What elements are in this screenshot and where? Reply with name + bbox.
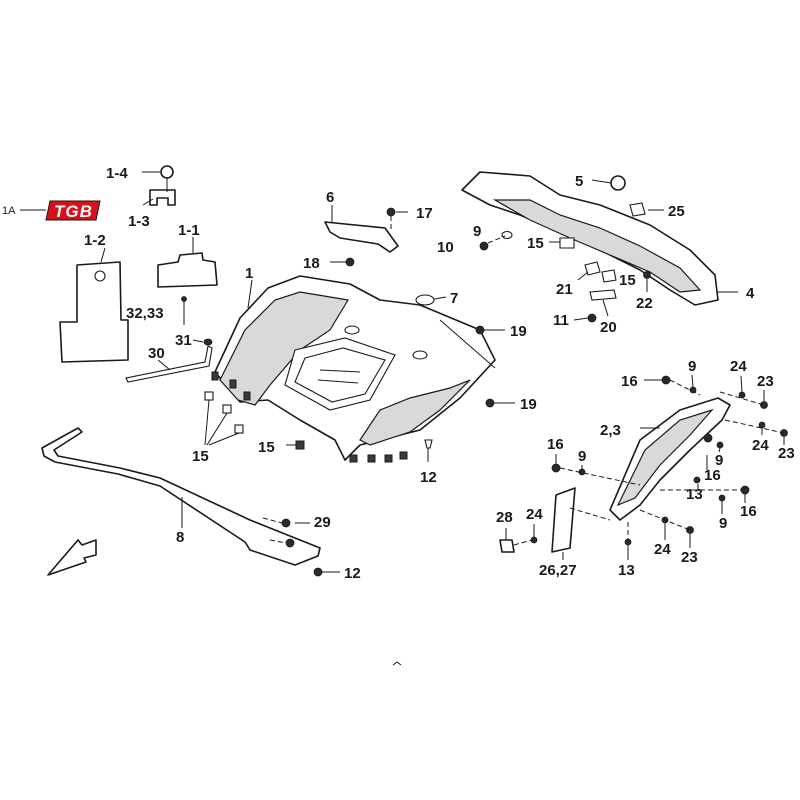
label-2-3: 2,3 xyxy=(600,422,621,439)
clip-part-12-a xyxy=(424,439,433,449)
support-frame-part-8 xyxy=(41,427,321,566)
clip-part-21 xyxy=(584,261,601,276)
bracket-part-6 xyxy=(324,221,399,253)
logo-badge xyxy=(45,200,101,221)
clip-part-1-3 xyxy=(149,165,176,206)
label-13-a: 13 xyxy=(686,486,703,503)
label-24-b: 24 xyxy=(752,437,769,454)
plate-part-20 xyxy=(589,289,617,301)
rod-part-30 xyxy=(125,345,213,383)
label-20: 20 xyxy=(600,319,617,336)
label-32-33: 32,33 xyxy=(126,305,164,322)
label-1-3: 1-3 xyxy=(128,213,150,230)
clip-31 xyxy=(203,338,213,346)
rear-fender-part-1 xyxy=(211,275,496,463)
label-15-rail: 15 xyxy=(527,235,544,252)
label-17: 17 xyxy=(416,205,433,222)
bolt-part-17 xyxy=(386,207,396,217)
label-25: 25 xyxy=(668,203,685,220)
front-direction-arrow xyxy=(47,539,97,576)
clips-part-15 xyxy=(204,391,244,446)
clip-15-center xyxy=(295,440,305,450)
label-24-d: 24 xyxy=(654,541,671,558)
label-1-2: 1-2 xyxy=(84,232,106,249)
label-15-d: 15 xyxy=(258,439,275,456)
label-4: 4 xyxy=(746,285,755,302)
label-18: 18 xyxy=(303,255,320,272)
label-9-e: 9 xyxy=(719,515,727,532)
label-15-c: 15 xyxy=(192,448,209,465)
label-9-d: 9 xyxy=(578,448,586,465)
label-31: 31 xyxy=(175,332,192,349)
bolts-part-29 xyxy=(262,517,310,548)
label-9-rail: 9 xyxy=(473,223,481,240)
label-19-b: 19 xyxy=(520,396,537,413)
callout-leaders xyxy=(533,374,785,560)
label-21: 21 xyxy=(556,281,573,298)
logo-text: TGB xyxy=(54,202,93,221)
bolt-part-28 xyxy=(499,539,515,553)
leader-1-2 xyxy=(100,247,106,263)
label-28: 28 xyxy=(496,509,513,526)
bolt-part-18 xyxy=(345,257,355,267)
label-29: 29 xyxy=(314,514,331,531)
label-6: 6 xyxy=(326,189,334,206)
label-24-c: 24 xyxy=(526,506,543,523)
side-guard-part-2-3 xyxy=(609,397,731,521)
label-23-b: 23 xyxy=(778,445,795,462)
label-23-c: 23 xyxy=(681,549,698,566)
label-19-a: 19 xyxy=(510,323,527,340)
brand-logo: 1A TGB xyxy=(2,200,101,221)
label-30: 30 xyxy=(148,345,165,362)
label-8: 8 xyxy=(176,529,184,546)
label-16-d: 16 xyxy=(740,503,757,520)
label-1-4: 1-4 xyxy=(106,165,128,182)
label-23-a: 23 xyxy=(757,373,774,390)
label-5: 5 xyxy=(575,173,583,190)
bolt-part-11 xyxy=(587,313,597,323)
side-guard-hardware xyxy=(551,375,788,546)
label-24-a: 24 xyxy=(730,358,747,375)
label-9-b: 9 xyxy=(688,358,696,375)
plate-part-26-27 xyxy=(551,487,576,553)
nut-part-10 xyxy=(479,241,489,251)
label-1: 1 xyxy=(245,265,253,282)
panel-part-1-2 xyxy=(59,261,129,363)
clip-part-15-rail xyxy=(559,237,575,249)
cap-part-5 xyxy=(610,175,626,191)
clip-part-25 xyxy=(629,202,646,217)
label-12-a: 12 xyxy=(420,469,437,486)
label-16-c: 16 xyxy=(704,467,721,484)
bolt-part-12-b xyxy=(313,567,323,577)
label-11: 11 xyxy=(553,312,569,329)
label-16-b: 16 xyxy=(547,436,564,453)
cover-part-1-1 xyxy=(157,252,218,288)
label-22: 22 xyxy=(636,295,653,312)
page-marker xyxy=(392,661,402,666)
label-7: 7 xyxy=(450,290,458,307)
bolt-part-22 xyxy=(643,271,651,279)
leader-1-3 xyxy=(142,198,154,206)
callout-labels: 1-4 1-3 1-2 1-1 1 6 17 5 25 9 10 15 21 1… xyxy=(84,165,795,582)
bolt-part-19-a xyxy=(475,325,485,335)
label-9-c: 9 xyxy=(715,452,723,469)
label-13-b: 13 xyxy=(618,562,635,579)
label-26-27: 26,27 xyxy=(539,562,577,579)
bolt-part-19-b xyxy=(485,398,495,408)
label-12-b: 12 xyxy=(344,565,361,582)
label-10: 10 xyxy=(437,239,454,256)
clip-part-15-b xyxy=(601,269,617,283)
label-16-a: 16 xyxy=(621,373,638,390)
logo-prefix: 1A xyxy=(2,205,16,217)
grommet-part-7 xyxy=(415,294,435,306)
washer-part-9 xyxy=(501,230,513,240)
label-1-1: 1-1 xyxy=(178,222,200,239)
label-15-b: 15 xyxy=(619,272,636,289)
leader-1 xyxy=(247,279,253,309)
